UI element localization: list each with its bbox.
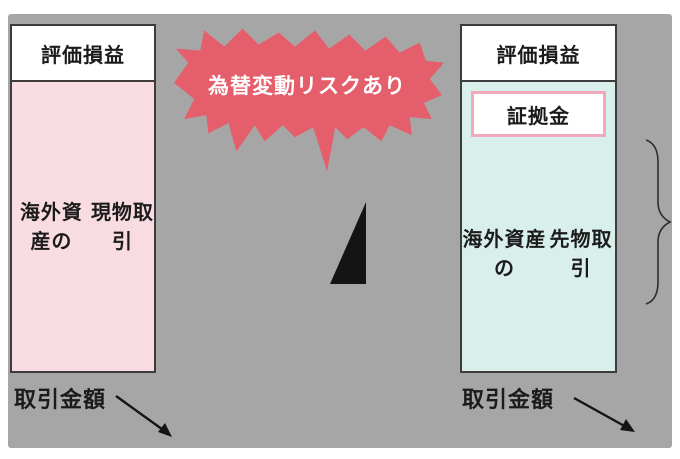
fx-risk-burst-label: 為替変動リスクあり	[208, 74, 406, 98]
burst-shape-icon	[174, 28, 444, 172]
right-arrow-icon	[573, 396, 635, 432]
futures-trading-text-line2: 先物取引	[549, 227, 613, 280]
fx-risk-burst: 為替変動リスクあり	[166, 22, 448, 174]
spot-trading-text-line2: 現物取引	[90, 199, 154, 253]
spot-trading-text: 海外資産の 現物取引	[12, 82, 154, 371]
black-wedge-arrow	[328, 202, 372, 286]
left-valuation-pl-header: 評価損益	[10, 24, 156, 82]
spot-trading-column: 評価損益 海外資産の 現物取引	[10, 24, 156, 373]
right-valuation-pl-header: 評価損益	[460, 24, 617, 82]
right-callout-arrow	[570, 394, 640, 440]
left-callout-arrow	[112, 392, 178, 444]
right-valuation-pl-label: 評価損益	[496, 42, 581, 67]
right-bottom-amount-label: 取引金額	[462, 388, 555, 413]
spot-trading-text-line1: 海外資産の	[19, 199, 83, 253]
right-futures-trading-body: 証拠金 海外資産の 先物取引	[460, 82, 617, 373]
left-valuation-pl-label: 評価損益	[41, 42, 125, 67]
wedge-arrow-icon	[330, 202, 366, 284]
left-spot-trading-body: 海外資産の 現物取引	[10, 82, 156, 373]
curly-brace-icon	[645, 139, 672, 305]
left-bottom-amount-label: 取引金額	[14, 388, 107, 413]
margin-deposit-box: 証拠金	[471, 91, 606, 137]
margin-deposit-label: 証拠金	[507, 103, 570, 128]
right-brace-annotation	[642, 138, 676, 306]
left-arrow-icon	[115, 395, 172, 437]
futures-trading-text: 海外資産の 先物取引	[462, 137, 615, 371]
futures-trading-column: 評価損益 証拠金 海外資産の 先物取引	[460, 24, 617, 373]
futures-trading-text-line1: 海外資産の	[462, 227, 547, 280]
